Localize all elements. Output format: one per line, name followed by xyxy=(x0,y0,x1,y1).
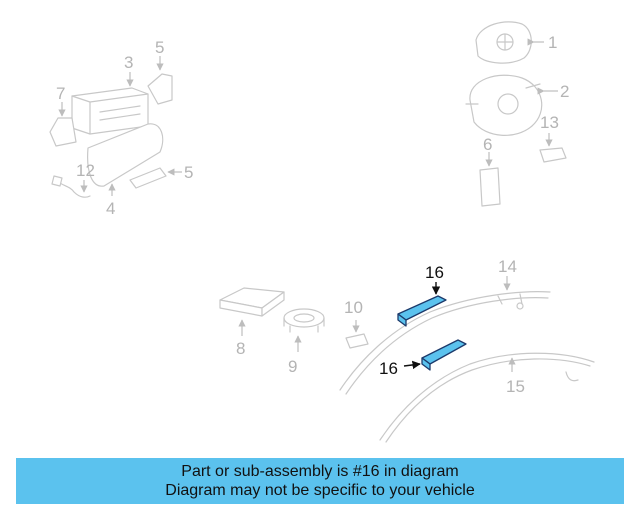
callout-16-upper: 16 xyxy=(425,263,444,282)
callout-8: 6 xyxy=(483,135,492,154)
callout-13: 13 xyxy=(540,113,559,132)
curtain-airbag-14: 14 xyxy=(339,257,551,395)
callout-14: 14 xyxy=(498,257,517,276)
highlighted-part-16-upper: 16 xyxy=(397,263,447,327)
callout-12: 10 xyxy=(344,298,363,317)
steering-airbag-module: 1 xyxy=(475,21,557,64)
callout-6: 5 xyxy=(155,38,164,57)
callout-15: 15 xyxy=(506,377,525,396)
callout-9: 8 xyxy=(236,339,245,358)
callout-1: 1 xyxy=(548,33,557,52)
banner-line-1: Part or sub-assembly is #16 in diagram xyxy=(181,463,459,480)
callout-5: 5 xyxy=(184,163,193,182)
control-module-9: 8 xyxy=(219,287,285,358)
svg-text:3: 3 xyxy=(124,53,133,72)
callout-4: 4 xyxy=(106,199,115,218)
callout-2: 2 xyxy=(560,82,569,101)
sensor-13: 13 xyxy=(539,113,567,163)
passenger-airbag: 3 xyxy=(71,53,149,135)
callout-10: 9 xyxy=(288,357,297,376)
harness-11: 12 xyxy=(51,161,95,198)
banner-line-2: Diagram may not be specific to your vehi… xyxy=(165,482,475,499)
curtain-airbag-15: 15 xyxy=(379,352,595,443)
info-banner: Part or sub-assembly is #16 in diagram D… xyxy=(16,458,624,504)
bracket-5: 5 xyxy=(129,163,193,189)
clock-spring-10: 9 xyxy=(283,308,325,376)
callout-16-lower: 16 xyxy=(379,359,398,378)
steering-cover: 2 xyxy=(465,74,569,136)
highlighted-part-16-lower: 16 xyxy=(379,339,467,378)
bracket-7: 7 xyxy=(49,84,77,147)
bracket-6: 5 xyxy=(147,38,173,105)
knee-airbag-8: 6 xyxy=(479,135,501,207)
callout-7: 7 xyxy=(56,84,65,103)
panel-4: 4 xyxy=(87,123,164,218)
callout-11: 12 xyxy=(76,161,95,180)
sensor-12: 10 xyxy=(344,298,369,349)
